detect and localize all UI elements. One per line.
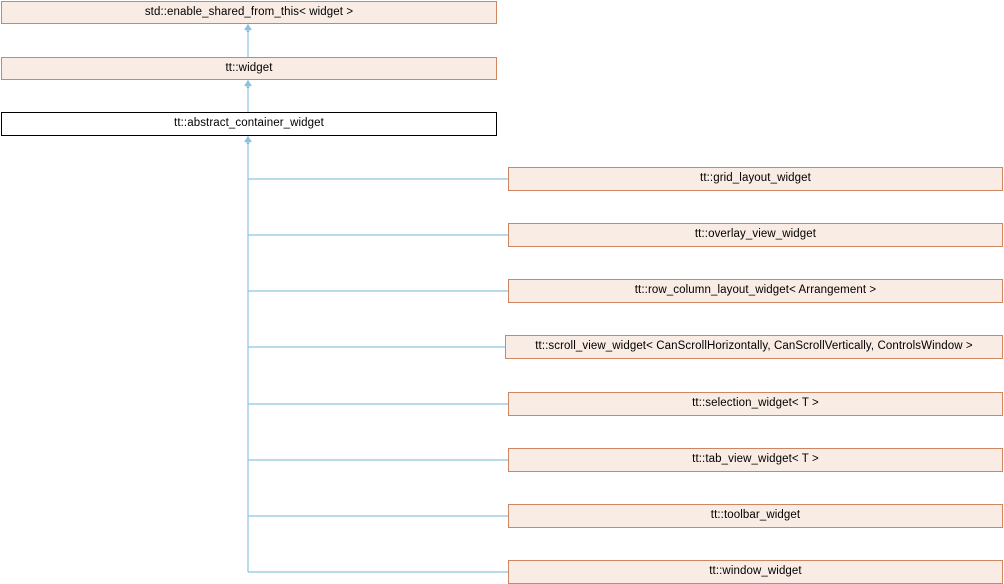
- class-node-label: tt::grid_layout_widget: [700, 172, 811, 185]
- class-node-scroll_view_widget[interactable]: tt::scroll_view_widget< CanScrollHorizon…: [505, 335, 1003, 359]
- class-node-label: tt::tab_view_widget< T >: [692, 453, 819, 466]
- class-node-selection_widget[interactable]: tt::selection_widget< T >: [508, 392, 1003, 416]
- class-node-overlay_view_widget[interactable]: tt::overlay_view_widget: [508, 223, 1003, 247]
- class-node-tt_abstract_container_widget[interactable]: tt::abstract_container_widget: [1, 112, 497, 136]
- class-node-row_column_layout_widget[interactable]: tt::row_column_layout_widget< Arrangemen…: [508, 279, 1003, 303]
- class-node-label: tt::scroll_view_widget< CanScrollHorizon…: [535, 340, 973, 353]
- inheritance-arrow-icon: [244, 80, 253, 88]
- inheritance-arrow-icon: [244, 24, 253, 32]
- class-node-tab_view_widget[interactable]: tt::tab_view_widget< T >: [508, 448, 1003, 472]
- class-node-tt_widget[interactable]: tt::widget: [1, 57, 497, 80]
- class-node-label: tt::window_widget: [709, 565, 802, 578]
- class-node-label: tt::row_column_layout_widget< Arrangemen…: [634, 284, 877, 297]
- class-node-label: std::enable_shared_from_this< widget >: [144, 5, 354, 18]
- class-node-toolbar_widget[interactable]: tt::toolbar_widget: [508, 504, 1003, 528]
- class-node-label: tt::toolbar_widget: [710, 509, 801, 522]
- class-node-window_widget[interactable]: tt::window_widget: [508, 560, 1003, 584]
- class-node-label: tt::widget: [225, 61, 273, 74]
- class-node-enable_shared_from_this[interactable]: std::enable_shared_from_this< widget >: [1, 1, 497, 24]
- class-node-grid_layout_widget[interactable]: tt::grid_layout_widget: [508, 167, 1003, 191]
- class-node-label: tt::overlay_view_widget: [694, 228, 817, 241]
- class-node-label: tt::abstract_container_widget: [174, 117, 324, 130]
- inheritance-arrow-icon: [244, 136, 253, 144]
- class-node-label: tt::selection_widget< T >: [692, 397, 819, 410]
